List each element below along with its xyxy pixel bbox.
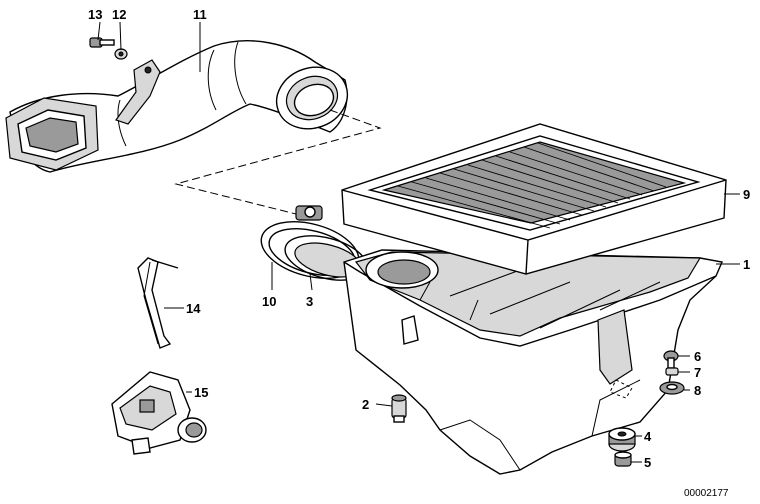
callout-15: 15	[194, 385, 208, 400]
callout-1: 1	[743, 257, 750, 272]
callout-6: 6	[694, 349, 701, 364]
callout-3: 3	[306, 294, 313, 309]
assembly-guide-line	[174, 109, 382, 216]
air-filter-housing-part	[343, 249, 723, 475]
callout-5: 5	[644, 455, 651, 470]
leader-lines	[97, 21, 740, 463]
callout-4: 4	[644, 429, 652, 444]
drain-valve-part	[391, 394, 407, 423]
callout-2: 2	[362, 397, 369, 412]
callout-8: 8	[694, 383, 701, 398]
callout-9: 9	[743, 187, 750, 202]
callout-12: 12	[112, 7, 126, 22]
callout-11: 11	[193, 7, 207, 22]
filter-pleats	[397, 142, 667, 229]
intake-duct-part	[5, 40, 349, 173]
grommet-washer-part	[659, 381, 685, 395]
rubber-mount-part	[608, 427, 636, 452]
washer-part	[114, 48, 128, 60]
callout-10: 10	[262, 294, 276, 309]
spacer-part	[665, 367, 679, 376]
filter-element-part	[341, 123, 727, 275]
document-number: 00002177	[684, 488, 729, 499]
sensor-part	[111, 371, 207, 455]
callout-14: 14	[186, 301, 201, 316]
callout-7: 7	[694, 365, 701, 380]
retaining-strap-part	[137, 257, 179, 349]
bolt-part	[89, 37, 115, 48]
callout-13: 13	[88, 7, 102, 22]
nut-part	[614, 451, 632, 467]
